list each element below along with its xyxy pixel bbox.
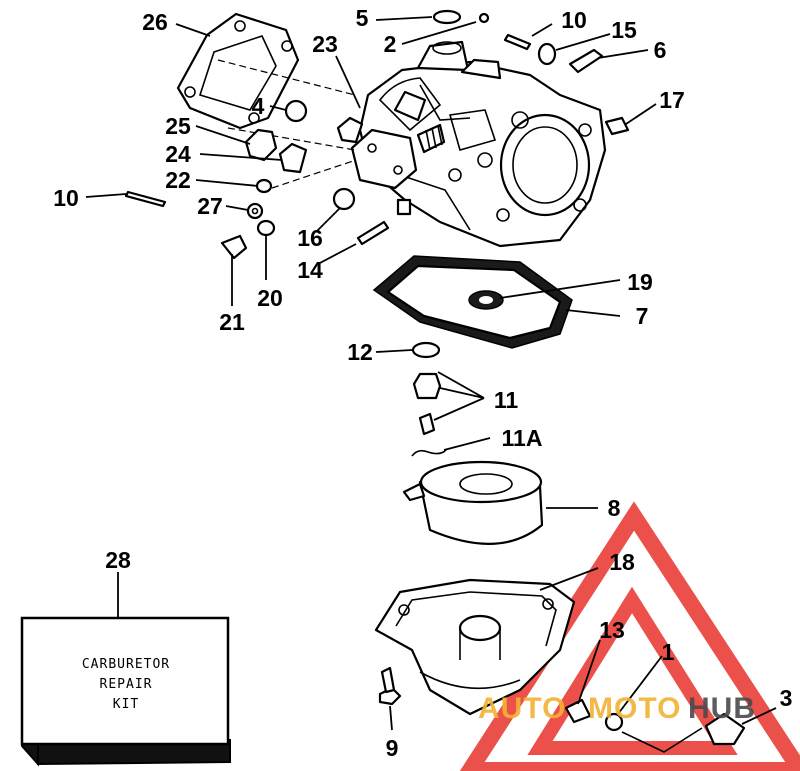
part-1-washer: [604, 712, 624, 732]
part-26-flange-gasket: [176, 12, 300, 130]
part-11-seat: [412, 372, 442, 400]
callout-1: 1: [662, 639, 675, 665]
callout-15: 15: [611, 17, 637, 43]
callout-14: 14: [297, 257, 323, 283]
part-10-pin-left: [124, 190, 167, 208]
callout-26: 26: [142, 9, 168, 35]
part-7-bowl-gasket: [372, 255, 573, 349]
watermark-moto: MOTO: [588, 692, 681, 725]
part-17-screw: [604, 116, 630, 136]
part-11-needle: [418, 412, 436, 436]
callout-13: 13: [599, 617, 625, 643]
callout-27: 27: [197, 193, 223, 219]
callout-17: 17: [659, 87, 685, 113]
watermark-auto: AUTO: [478, 692, 566, 725]
part-11a-clip: [411, 449, 447, 457]
callout-18: 18: [609, 549, 635, 575]
part-10-pin-top: [503, 33, 532, 51]
callout-4: 4: [252, 93, 265, 119]
callout-16: 16: [297, 225, 323, 251]
callout-9: 9: [386, 735, 399, 761]
part-24-bushing: [278, 142, 308, 174]
part-15-washer: [537, 42, 557, 66]
part-18-float-bowl: [374, 578, 576, 716]
callout-21: 21: [219, 309, 245, 335]
callout-2: 2: [384, 31, 397, 57]
part-3-assembly-line: [621, 727, 703, 753]
callout-labels: 26 5 2 10 15 6 23 4 17 25 24 22 10 27 16…: [53, 5, 792, 761]
part-12-gasket: [411, 341, 441, 359]
callout-8: 8: [608, 495, 621, 521]
callout-23: 23: [312, 31, 338, 57]
part-6-needle: [568, 48, 604, 74]
callout-6: 6: [654, 37, 667, 63]
part-23-choke-lever: [336, 116, 446, 190]
part-20-washer: [256, 219, 276, 237]
watermark-text: AUTO MOTO HUB: [478, 692, 756, 725]
part-9-screw-shank: [380, 666, 396, 694]
kit-label-line3: KIT: [113, 697, 139, 712]
part-25-nut: [244, 128, 278, 162]
kit-label-line2: REPAIR: [100, 677, 153, 692]
watermark-triangle-inner: [527, 586, 738, 755]
callout-24: 24: [165, 141, 191, 167]
part-28-repair-kit: CARBURETOR REPAIR KIT: [20, 616, 231, 767]
alignment-line-washer: [271, 159, 357, 189]
callout-3: 3: [780, 685, 793, 711]
callout-7: 7: [636, 303, 649, 329]
part-21-screw: [220, 234, 248, 260]
callout-28: 28: [105, 547, 131, 573]
part-8-float: [402, 460, 544, 545]
leader-lines: [85, 16, 777, 731]
kit-label-line1: CARBURETOR: [82, 657, 170, 672]
callout-11a: 11A: [502, 425, 543, 451]
part-2-ball: [478, 12, 490, 24]
alignment-line-gasket: [217, 59, 356, 96]
part-5-plug: [432, 9, 462, 25]
callout-12: 12: [347, 339, 373, 365]
callout-10-top: 10: [561, 7, 587, 33]
part-4-ball: [284, 99, 308, 123]
callout-20: 20: [257, 285, 283, 311]
watermark-hub: HUB: [688, 692, 756, 725]
part-14-screw: [356, 220, 390, 246]
callout-19: 19: [627, 269, 653, 295]
callout-5: 5: [356, 5, 369, 31]
callout-22: 22: [165, 167, 191, 193]
part-27-star-washer: [246, 202, 264, 220]
callout-10-left: 10: [53, 185, 79, 211]
part-3-drain-screw: [704, 712, 746, 746]
part-16-washer: [332, 187, 356, 211]
callout-25: 25: [165, 113, 191, 139]
part-13-plug: [564, 698, 592, 724]
part-22-oring: [255, 178, 273, 194]
callout-11: 11: [494, 387, 519, 413]
